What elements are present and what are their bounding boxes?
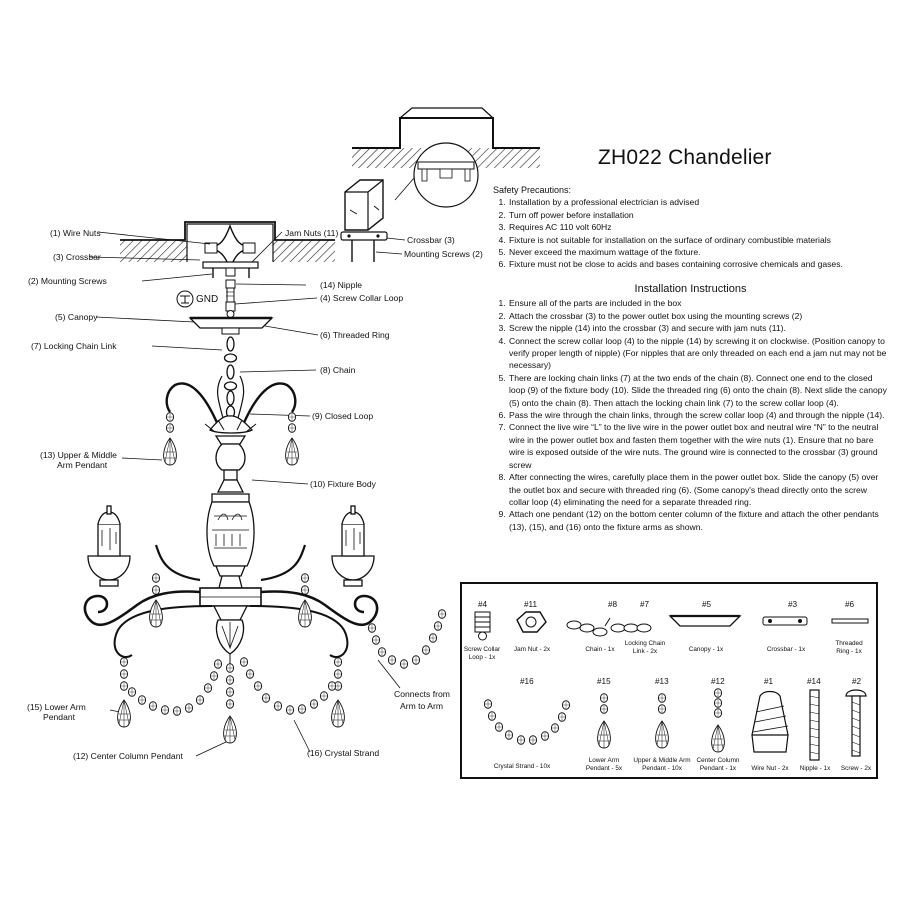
label-crystal-strand: (16) Crystal Strand	[307, 748, 379, 758]
install-step: Connect the screw collar loop (4) to the…	[508, 335, 888, 372]
part-number: #14	[807, 677, 821, 686]
part-number: #16	[520, 677, 534, 686]
part-number: #8	[608, 600, 618, 609]
part-number: #11	[524, 600, 537, 609]
label-wire-nuts: (1) Wire Nuts	[50, 228, 101, 238]
install-step: Connect the live wire “L” to the live wi…	[508, 421, 888, 471]
label-fixture-body: (10) Fixture Body	[310, 479, 377, 489]
part-label: Center Column	[697, 757, 740, 764]
install-step: There are locking chain links (7) at the…	[508, 372, 888, 409]
install-step: After connecting the wires, carefully pl…	[508, 471, 888, 508]
part-label: Nipple - 1x	[800, 765, 831, 772]
ceiling-mount	[89, 221, 401, 757]
part-number: #12	[711, 677, 725, 686]
safety-precautions: Safety Precautions: Installation by a pr…	[493, 184, 888, 271]
ceiling-box-inset	[340, 107, 540, 262]
label-threaded-ring: (6) Threaded Ring	[320, 330, 390, 340]
install-step: Pass the wire through the chain links, t…	[508, 409, 888, 421]
part-number: #2	[852, 677, 862, 686]
safety-item: Turn off power before installation	[508, 209, 888, 221]
part-label: Lower Arm	[589, 757, 620, 764]
part-label: Threaded	[835, 640, 863, 647]
install-step: Ensure all of the parts are included in …	[508, 297, 888, 309]
part-label: Crossbar - 1x	[767, 646, 806, 653]
safety-item: Installation by a professional electrici…	[508, 196, 888, 208]
part-label: Ring - 1x	[836, 648, 862, 655]
part-label: Locking Chain	[625, 640, 666, 647]
label-lower-arm-pendant-2: Pendant	[43, 712, 76, 722]
installation-heading: Installation Instructions	[634, 283, 747, 295]
installation-instructions: Installation Instructions Ensure all of …	[493, 283, 888, 533]
label-crossbar-right: Crossbar (3)	[407, 235, 455, 245]
part-number: #1	[764, 677, 774, 686]
label-arm-to-arm: Arm to Arm	[400, 701, 443, 711]
label-mounting-screws-left: (2) Mounting Screws	[28, 276, 107, 286]
chandelier-illustration	[83, 336, 379, 664]
label-lower-arm-pendant: (15) Lower Arm	[27, 702, 86, 712]
part-label: Crystal Strand - 10x	[494, 763, 551, 770]
part-label: Loop - 1x	[469, 654, 496, 661]
label-screw-collar-loop: (4) Screw Collar Loop	[320, 293, 403, 303]
part-label: Canopy - 1x	[689, 646, 724, 653]
safety-heading: Safety Precautions:	[493, 185, 572, 195]
label-gnd: GND	[196, 294, 218, 305]
label-connects-from: Connects from	[394, 689, 450, 699]
safety-item: Fixture must not be close to acids and b…	[508, 258, 888, 270]
safety-item: Fixture is not suitable for installation…	[508, 234, 888, 246]
part-number: #6	[845, 600, 855, 609]
part-label: Pendant - 1x	[700, 765, 737, 772]
safety-item: Never exceed the maximum wattage of the …	[508, 246, 888, 258]
label-upper-middle-pendant: (13) Upper & Middle	[40, 450, 117, 460]
part-label: Screw Collar	[464, 646, 501, 653]
label-chain: (8) Chain	[320, 365, 356, 375]
safety-item: Requires AC 110 volt 60Hz	[508, 221, 888, 233]
install-step: Attach the crossbar (3) to the power out…	[508, 310, 888, 322]
label-nipple: (14) Nipple	[320, 280, 362, 290]
part-number: #5	[702, 600, 712, 609]
part-label: Wire Nut - 2x	[751, 765, 789, 772]
part-label: Link - 2x	[633, 648, 658, 655]
part-label: Pendant - 10x	[642, 765, 683, 772]
part-label: Chain - 1x	[585, 646, 615, 653]
install-step: Attach one pendant (12) on the bottom ce…	[508, 508, 888, 533]
part-number: #3	[788, 600, 798, 609]
label-jam-nuts: Jam Nuts (11)	[285, 228, 338, 238]
page-title: ZH022 Chandelier	[598, 146, 772, 169]
part-label: Upper & Middle Arm	[633, 757, 690, 764]
label-center-column-pendant: (12) Center Column Pendant	[73, 751, 183, 761]
label-crossbar-left: (3) Crossbar	[53, 252, 101, 262]
part-label: Screw - 2x	[841, 765, 872, 772]
part-number: #13	[655, 677, 669, 686]
label-closed-loop: (9) Closed Loop	[312, 411, 373, 421]
label-locking-chain-link: (7) Locking Chain Link	[31, 341, 117, 351]
part-label: Pendant - 5x	[586, 765, 623, 772]
install-step: Screw the nipple (14) into the crossbar …	[508, 322, 888, 334]
label-upper-middle-pendant-2: Arm Pendant	[57, 460, 108, 470]
label-canopy: (5) Canopy	[55, 312, 98, 322]
parts-list: #4 Screw Collar Loop - 1x #11 Jam Nut - …	[460, 582, 878, 779]
part-number: #4	[478, 600, 488, 609]
label-mounting-screws-right: Mounting Screws (2)	[404, 249, 483, 259]
part-label: Jam Nut - 2x	[514, 646, 551, 653]
part-number: #15	[597, 677, 611, 686]
part-number: #7	[640, 600, 650, 609]
